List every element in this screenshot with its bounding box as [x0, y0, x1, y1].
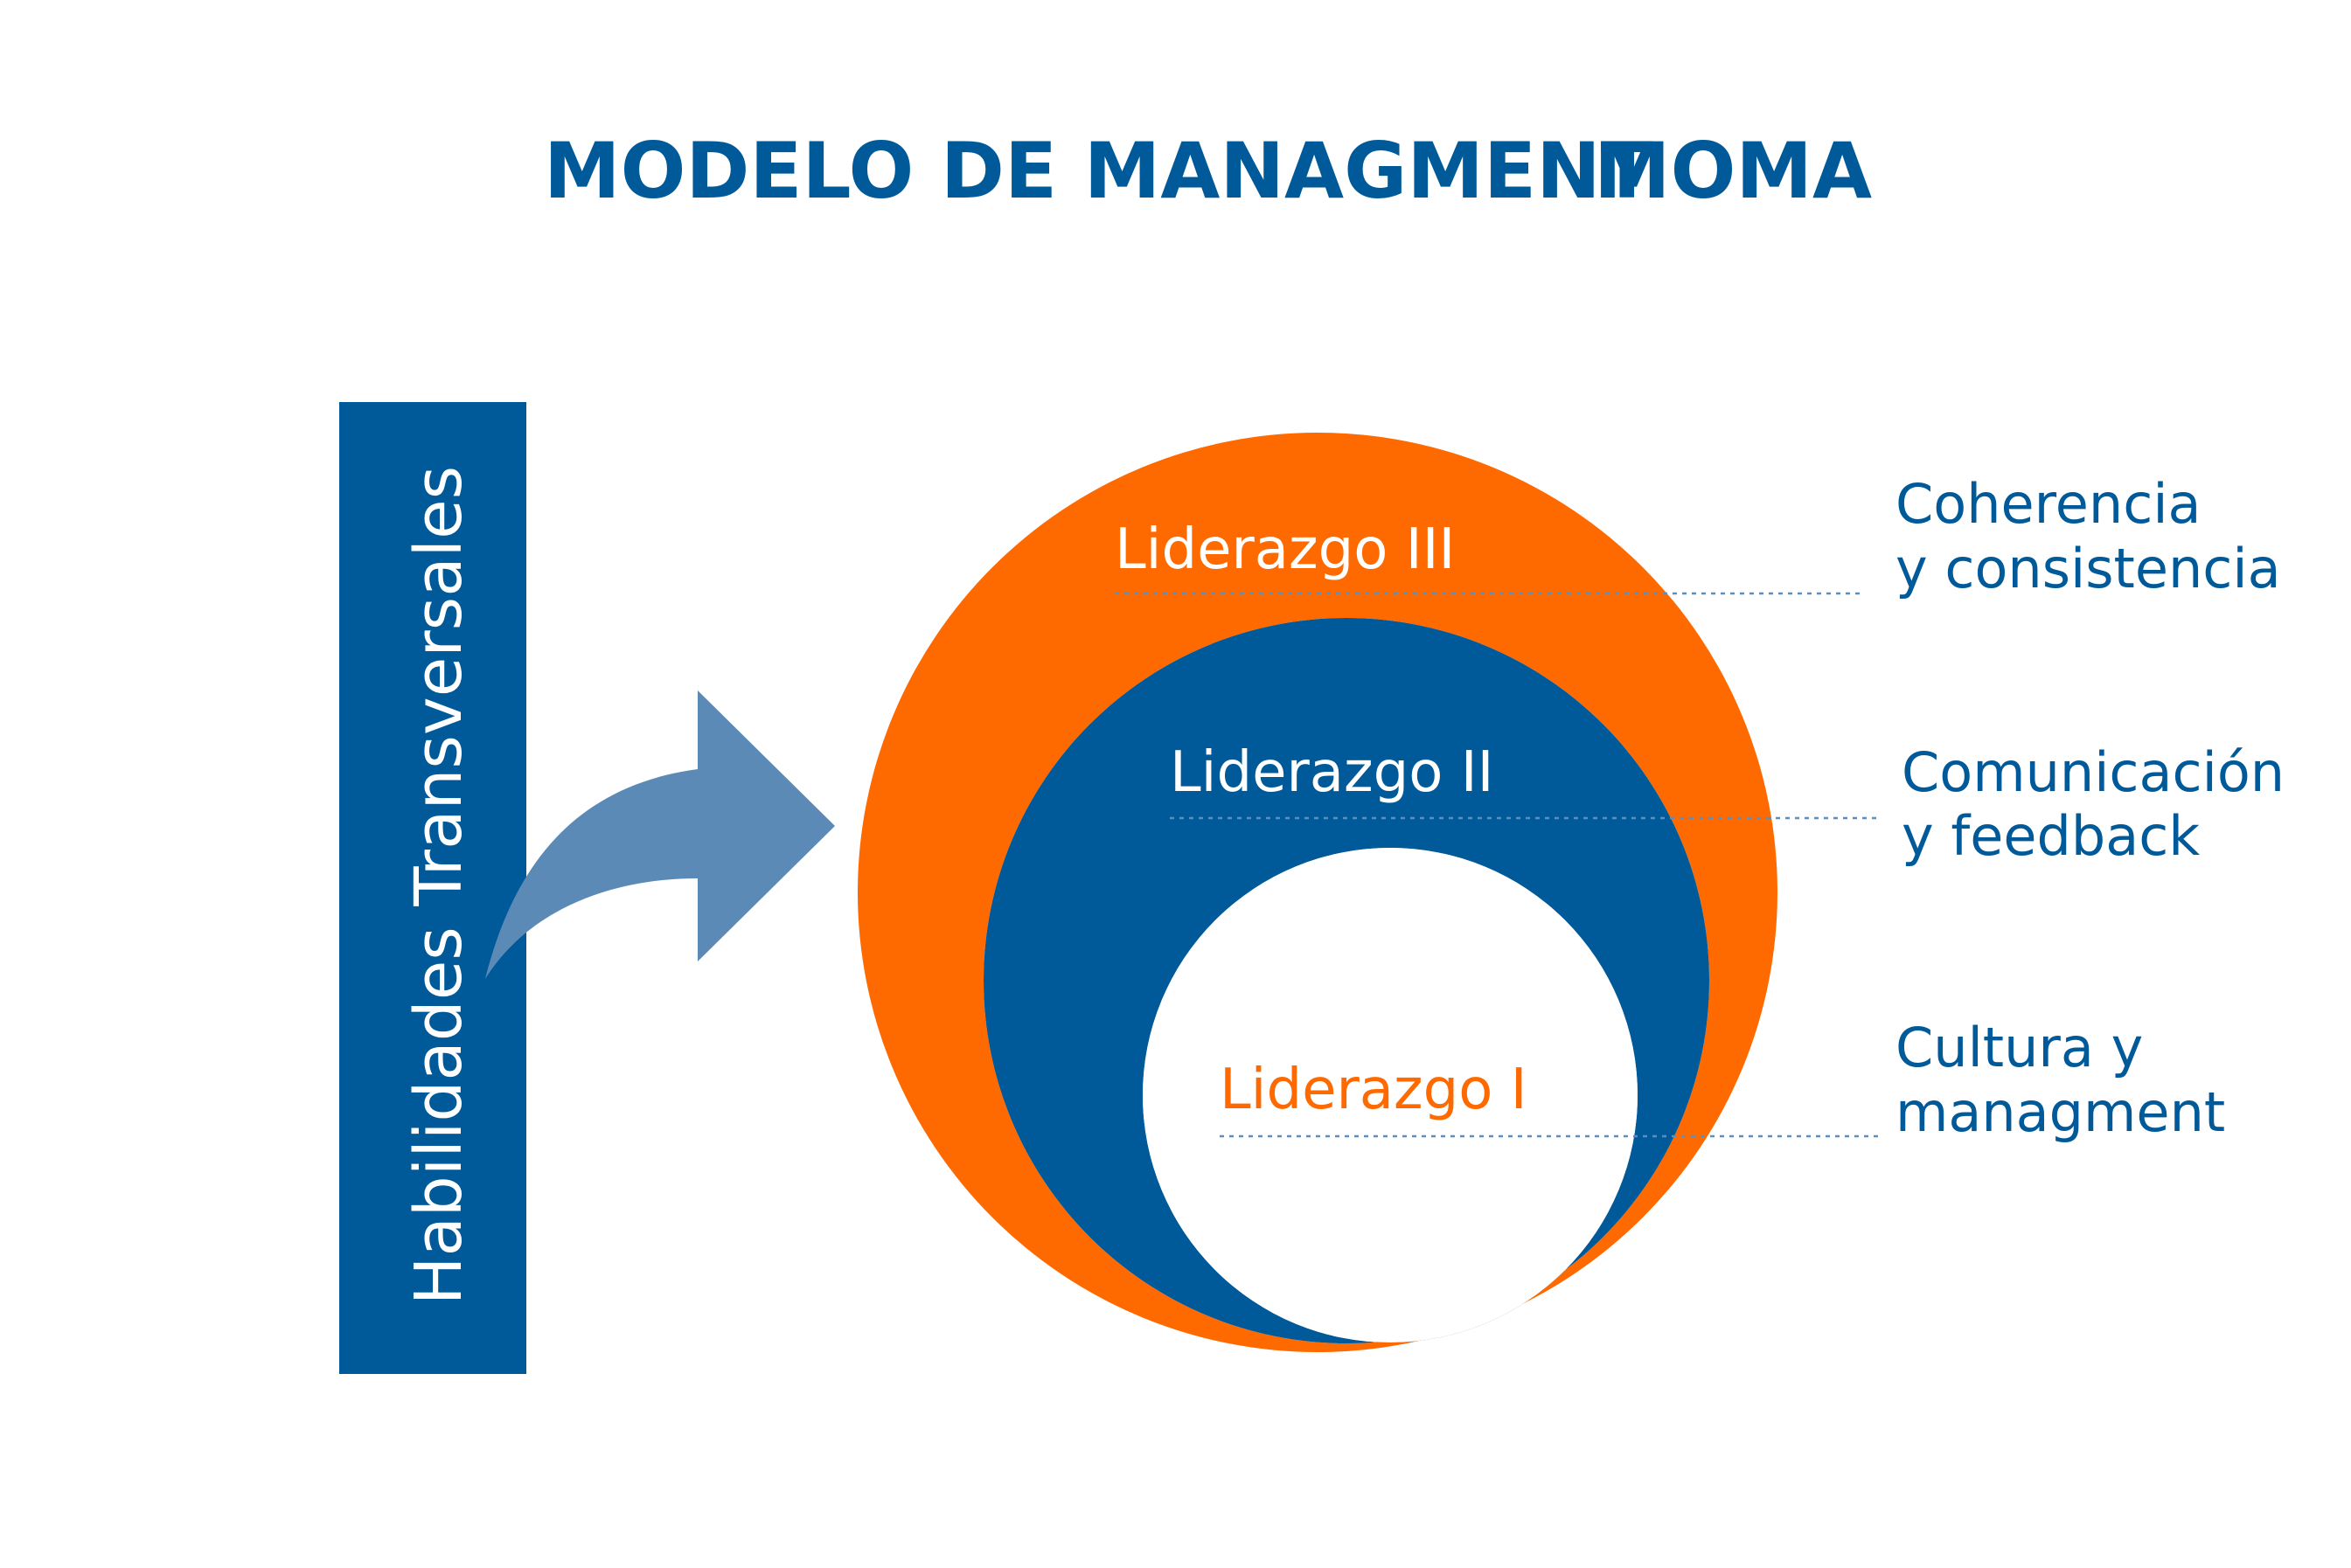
- level-3-description-line1: Coherencia: [1895, 472, 2201, 536]
- level-1-label: Liderazgo I: [1220, 1058, 1527, 1122]
- level-3-ring: [858, 433, 1777, 1352]
- curved-arrow-icon: [485, 690, 835, 979]
- level-1-core: [1143, 848, 1638, 1343]
- transversal-skills-bar: [339, 402, 526, 1374]
- diagram-title: MODELO DE MANAGMENT: [544, 126, 1653, 216]
- level-1-description-line2: managment: [1895, 1080, 2225, 1144]
- level-3-description-line2: y consistencia: [1895, 537, 2281, 600]
- level-2-description-line1: Comunicación: [1902, 740, 2285, 804]
- level-1-description-line1: Cultura y: [1895, 1016, 2143, 1079]
- diagram-title-acronym: MOMA: [1594, 126, 1872, 216]
- level-3-label: Liderazgo III: [1115, 517, 1455, 582]
- transversal-skills-label: Habilidades Transversales: [401, 466, 476, 1305]
- level-2-description-line2: y feedback: [1902, 804, 2200, 868]
- level-2-label: Liderazgo II: [1170, 740, 1493, 805]
- level-2-ring: [984, 618, 1709, 1343]
